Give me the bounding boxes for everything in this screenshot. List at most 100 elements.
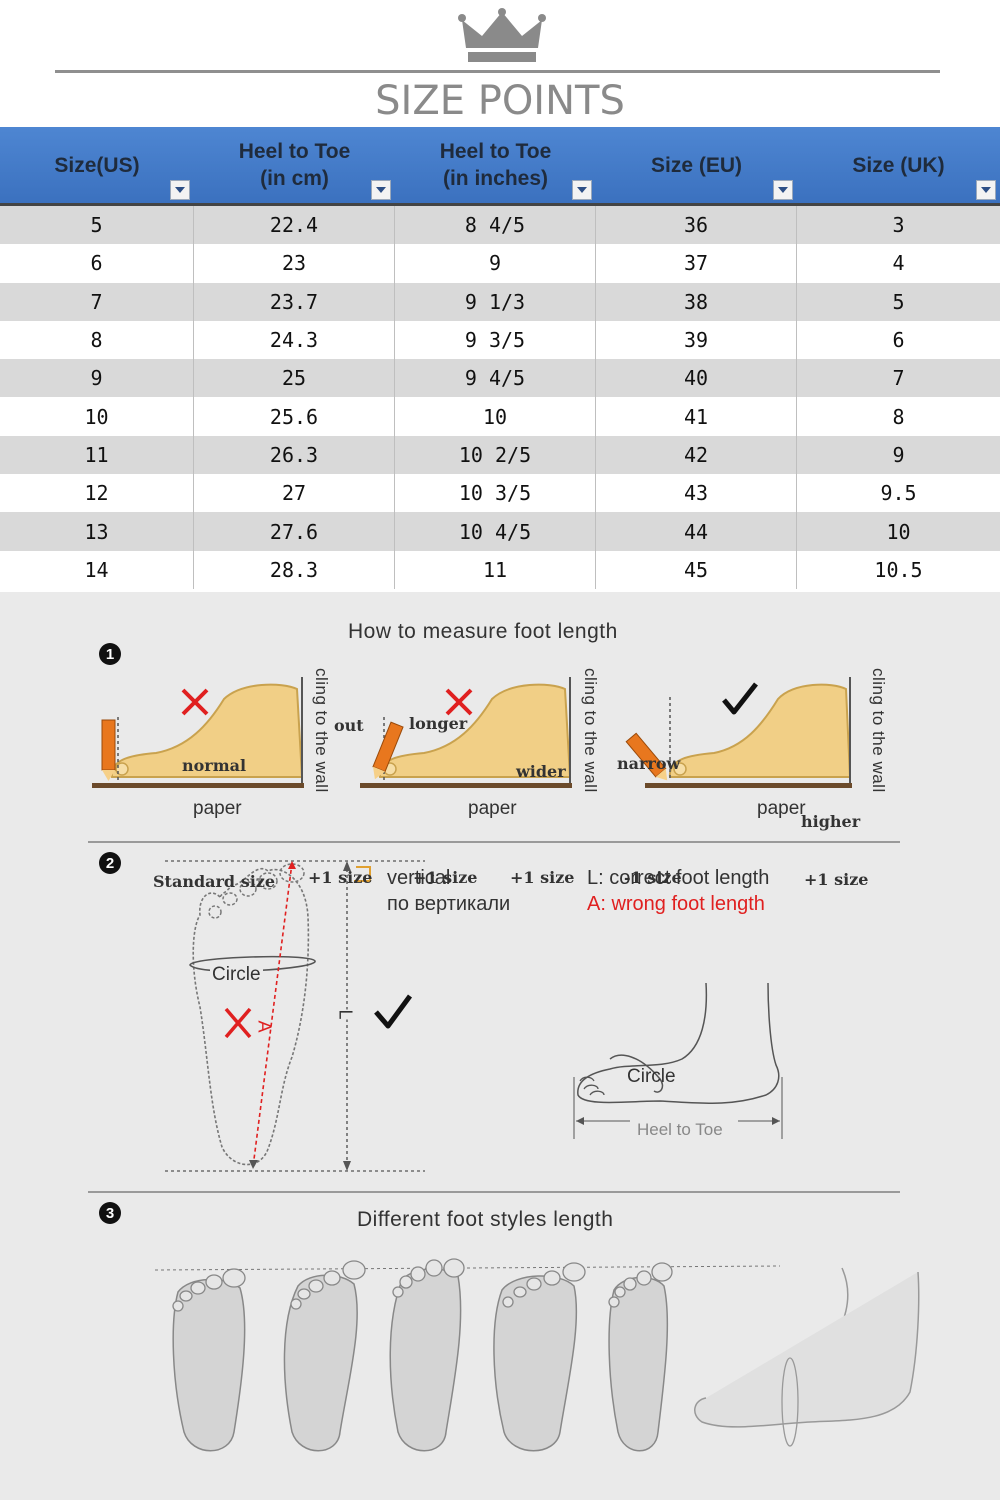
filter-dropdown-icon[interactable] bbox=[572, 180, 592, 200]
cell-heel-to-toe-inches: 9 1/3 bbox=[395, 282, 596, 321]
line-l-label: L bbox=[334, 1009, 356, 1020]
cell-size-uk: 10.5 bbox=[874, 557, 923, 582]
circle-label: Circle bbox=[210, 964, 263, 986]
correct-length-label: L: correct foot length bbox=[587, 867, 770, 889]
foot-top-outline-illustration bbox=[165, 860, 425, 1172]
foot-size-adjust-label: +1 size bbox=[804, 870, 869, 889]
step-number-1: 1 bbox=[99, 643, 121, 665]
crown-icon bbox=[458, 8, 546, 62]
heel-to-toe-label: Heel to Toe bbox=[637, 1120, 723, 1139]
filter-dropdown-icon[interactable] bbox=[371, 180, 391, 200]
cell-heel-to-toe-cm: 25 bbox=[194, 359, 395, 398]
filter-dropdown-icon[interactable] bbox=[170, 180, 190, 200]
cell-size-us: 9 bbox=[0, 359, 194, 398]
wall-label: cling to the wall bbox=[581, 668, 600, 793]
page-header: SIZE POINTS bbox=[0, 0, 1000, 127]
cell-heel-to-toe-inches: 10 3/5 bbox=[395, 474, 596, 513]
size-chart-table: Size(US) Heel to Toe(in cm) Heel to Toe(… bbox=[0, 127, 1000, 589]
cell-size-uk: 9 bbox=[892, 442, 905, 467]
cell-heel-to-toe-cm: 22.4 bbox=[194, 206, 395, 245]
section-divider bbox=[88, 1191, 900, 1193]
check-mark-icon bbox=[374, 994, 413, 1029]
cell-heel-to-toe-inches: 9 bbox=[395, 244, 596, 283]
cell-heel-to-toe-inches: 10 4/5 bbox=[395, 512, 596, 551]
column-header-heel-to-toe-cm: Heel to Toe(in cm) bbox=[194, 127, 395, 203]
wall-label: cling to the wall bbox=[869, 668, 888, 793]
foot-size-adjust-label: +1 size bbox=[510, 868, 575, 887]
cell-size-eu: 40 bbox=[596, 359, 797, 398]
cell-heel-to-toe-inches: 9 4/5 bbox=[395, 359, 596, 398]
cell-size-eu: 42 bbox=[596, 435, 797, 475]
foot-size-adjust-label: Standard size bbox=[153, 872, 276, 891]
vertical-label: vertical bbox=[387, 867, 451, 889]
page-title: SIZE POINTS bbox=[375, 78, 625, 124]
wrong-length-label: A: wrong foot length bbox=[587, 893, 765, 915]
cell-size-uk: 6 bbox=[892, 328, 905, 353]
foot-types-illustration bbox=[154, 1258, 920, 1452]
foot-side-outline-illustration bbox=[573, 982, 783, 1139]
cell-size-us: 7 bbox=[0, 282, 194, 321]
filter-dropdown-icon[interactable] bbox=[976, 180, 996, 200]
cell-size-us: 12 bbox=[0, 474, 194, 513]
cell-size-us: 14 bbox=[0, 550, 194, 589]
cell-heel-to-toe-cm: 24.3 bbox=[194, 320, 395, 360]
cell-size-eu: 38 bbox=[596, 282, 797, 321]
foot-type-label: out bbox=[334, 716, 364, 735]
cell-size-uk: 5 bbox=[892, 289, 905, 314]
cell-size-uk: 8 bbox=[892, 404, 905, 429]
cell-heel-to-toe-inches: 8 4/5 bbox=[395, 206, 596, 245]
cell-size-eu: 43 bbox=[596, 474, 797, 513]
cell-heel-to-toe-cm: 27 bbox=[194, 474, 395, 513]
cell-heel-to-toe-inches: 10 2/5 bbox=[395, 435, 596, 475]
column-header-size-us: Size(US) bbox=[0, 127, 194, 203]
cell-heel-to-toe-inches: 10 bbox=[395, 397, 596, 436]
step3-title: Different foot styles length bbox=[357, 1208, 614, 1231]
filter-dropdown-icon[interactable] bbox=[773, 180, 793, 200]
foot-side-illustration bbox=[625, 677, 852, 788]
paper-label: paper bbox=[757, 798, 806, 819]
cell-heel-to-toe-cm: 26.3 bbox=[194, 435, 395, 475]
foot-type-label: normal bbox=[182, 756, 247, 775]
cell-size-uk: 9.5 bbox=[880, 481, 917, 506]
measure-guide: 1 How to measure foot length paper cling… bbox=[0, 592, 1000, 1500]
wrong-mark-icon bbox=[181, 688, 209, 716]
line-a-label: A bbox=[254, 1020, 275, 1033]
cell-size-eu: 37 bbox=[596, 244, 797, 283]
cell-heel-to-toe-cm: 25.6 bbox=[194, 397, 395, 436]
cell-size-eu: 44 bbox=[596, 512, 797, 551]
wall-label: cling to the wall bbox=[312, 668, 331, 793]
paper-label: paper bbox=[193, 798, 242, 819]
cell-size-uk: 4 bbox=[892, 251, 905, 276]
cell-heel-to-toe-inches: 9 3/5 bbox=[395, 320, 596, 360]
cell-size-eu: 36 bbox=[596, 206, 797, 245]
table-header: Size(US) Heel to Toe(in cm) Heel to Toe(… bbox=[0, 127, 1000, 206]
wrong-mark-icon bbox=[224, 1007, 252, 1039]
cell-size-eu: 41 bbox=[596, 397, 797, 436]
foot-type-label: longer bbox=[409, 714, 468, 733]
cell-heel-to-toe-inches: 11 bbox=[395, 550, 596, 589]
cell-size-us: 6 bbox=[0, 244, 194, 283]
cell-size-us: 13 bbox=[0, 512, 194, 551]
foot-size-adjust-label: +1 size bbox=[308, 868, 373, 887]
cell-size-us: 10 bbox=[0, 397, 194, 436]
cell-size-us: 8 bbox=[0, 320, 194, 360]
foot-side-illustration bbox=[360, 677, 572, 788]
foot-type-label: wider bbox=[516, 762, 566, 781]
vertical-label-ru: по вертикали bbox=[387, 893, 511, 915]
step-number-2: 2 bbox=[99, 852, 121, 874]
cell-size-uk: 7 bbox=[892, 366, 905, 391]
header-divider bbox=[55, 70, 940, 73]
cell-size-eu: 39 bbox=[596, 320, 797, 360]
cell-size-us: 11 bbox=[0, 435, 194, 475]
foot-type-label: narrow bbox=[617, 754, 681, 773]
